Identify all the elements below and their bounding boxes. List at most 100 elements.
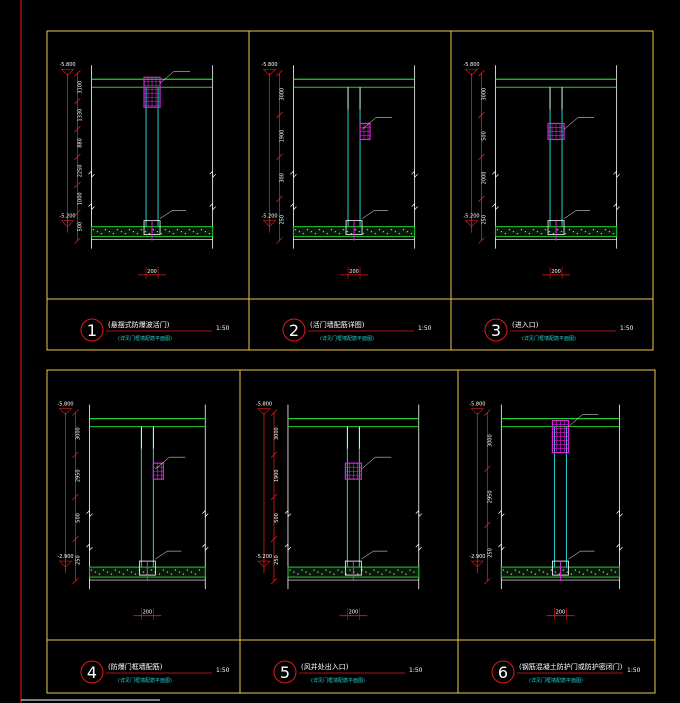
dim-label: 880 [77,138,83,148]
floor-hatch-dot [542,571,545,573]
dim-tick [72,493,79,501]
floor-hatch-dot [140,228,143,231]
floor-hatch-dot [309,573,311,575]
floor-hatch-dot [306,228,309,231]
floor-hatch-dot [584,230,587,233]
detail-subtitle: (详见门框墙配筋平面图) [529,677,583,684]
floor-hatch-dot [410,232,413,235]
detail-title: (活门墙配筋详图) [310,320,365,329]
floor-hatch-dot [204,230,207,233]
floor-hatch-dot [572,230,575,233]
floor-hatch-dot [160,232,163,235]
dim-tick [478,195,485,203]
dim-label: 1900 [274,469,280,482]
detail-scale: 1:50 [216,325,230,332]
floor-hatch-dot [192,230,195,233]
level-mark [60,220,75,228]
floor-hatch-dot [96,230,99,233]
floor-hatch-dot [200,228,203,231]
detail-scale: 1:50 [216,667,230,674]
detail-title: (风井处出入口) [301,662,349,671]
floor-hatch-dot [196,232,199,235]
floor-hatch-dot [208,232,211,235]
floor-hatch-dot [294,228,297,231]
detail-subtitle: (详见门框墙配筋平面图) [311,677,365,684]
floor-hatch-dot [152,228,155,231]
floor-hatch-dot [369,573,371,575]
floor-hatch-dot [518,571,521,573]
break-mark [88,202,95,211]
dim-tick [478,111,485,119]
floor-hatch-dot [562,569,565,571]
dim-label: 250 [75,555,81,565]
floor-hatch-dot [357,573,359,575]
floor-hatch-dot [132,230,135,233]
floor-hatch-dot [305,571,307,573]
detail-number-circle [282,318,306,342]
floor-hatch-dot [168,230,171,233]
level-mark [470,408,485,416]
wall-top-junction [347,87,361,110]
floor-hatch-dot [342,228,345,231]
floor-hatch-dot [594,573,597,575]
level-label: -5.800 [256,402,272,408]
floor-hatch-dot [358,230,361,233]
floor-hatch-dot [329,571,331,573]
floor-hatch-dot [540,232,543,235]
floor-hatch-dot [118,571,121,573]
break-mark [202,543,209,551]
floor-hatch-dot [548,230,551,233]
floor-hatch-dot [514,569,517,571]
detail-number: 6 [498,663,508,682]
dim-tick [276,195,283,203]
dim-label: 250 [274,555,280,565]
width-label: 200 [551,269,561,275]
leader-line [155,456,186,470]
floor-hatch-dot [598,569,601,571]
detail-subtitle: (详见门框墙配筋平面图) [118,335,172,342]
detail-subtitle: (详见门框墙配筋平面图) [118,677,172,684]
detail-title: (进入口) [512,321,539,329]
detail-1: 3100133088022501000500-5.800-5.2002001(悬… [59,62,229,342]
floor-hatch-dot [386,232,389,235]
wall-top-junction [346,426,360,449]
floor-hatch-dot [393,573,395,575]
dim-label: 500 [75,513,81,523]
floor-hatch-dot [370,230,373,233]
floor-hatch-dot [378,228,381,231]
level-mark [257,408,271,416]
floor-hatch-dot [162,569,165,571]
floor-hatch-dot [538,569,541,571]
break-mark [492,202,499,211]
leader-line [563,210,591,219]
floor-hatch-dot [126,569,129,571]
floor-hatch-dot [142,571,145,573]
level-mark [262,220,277,228]
break-mark [411,170,418,179]
dim-label: 3000 [274,427,280,440]
floor-hatch-dot [174,569,177,571]
floor-hatch-dot [314,232,317,235]
floor-hatch-dot [310,230,313,233]
floor-hatch-dot [176,228,179,231]
break-mark [415,543,423,551]
level-label: -2.900 [469,554,485,560]
break-mark [86,543,93,551]
floor-hatch-dot [330,228,333,231]
dim-label: 250 [487,548,493,558]
dim-label: 1330 [77,109,83,122]
floor-hatch-dot [394,230,397,233]
dim-tick [270,451,278,459]
floor-hatch-dot [506,571,509,573]
detail-4: 30002950500250-5.800-2.9002004(防爆门框墙配筋)1… [57,402,229,684]
break-mark [86,509,93,518]
floor-hatch-dot [578,571,581,573]
floor-hatch-dot [172,232,175,235]
break-mark [411,202,418,211]
dim-tick [74,209,81,217]
break-mark [415,509,423,518]
width-label: 200 [556,610,566,616]
level-label: -5.800 [57,402,73,408]
floor-hatch-dot [134,573,137,575]
